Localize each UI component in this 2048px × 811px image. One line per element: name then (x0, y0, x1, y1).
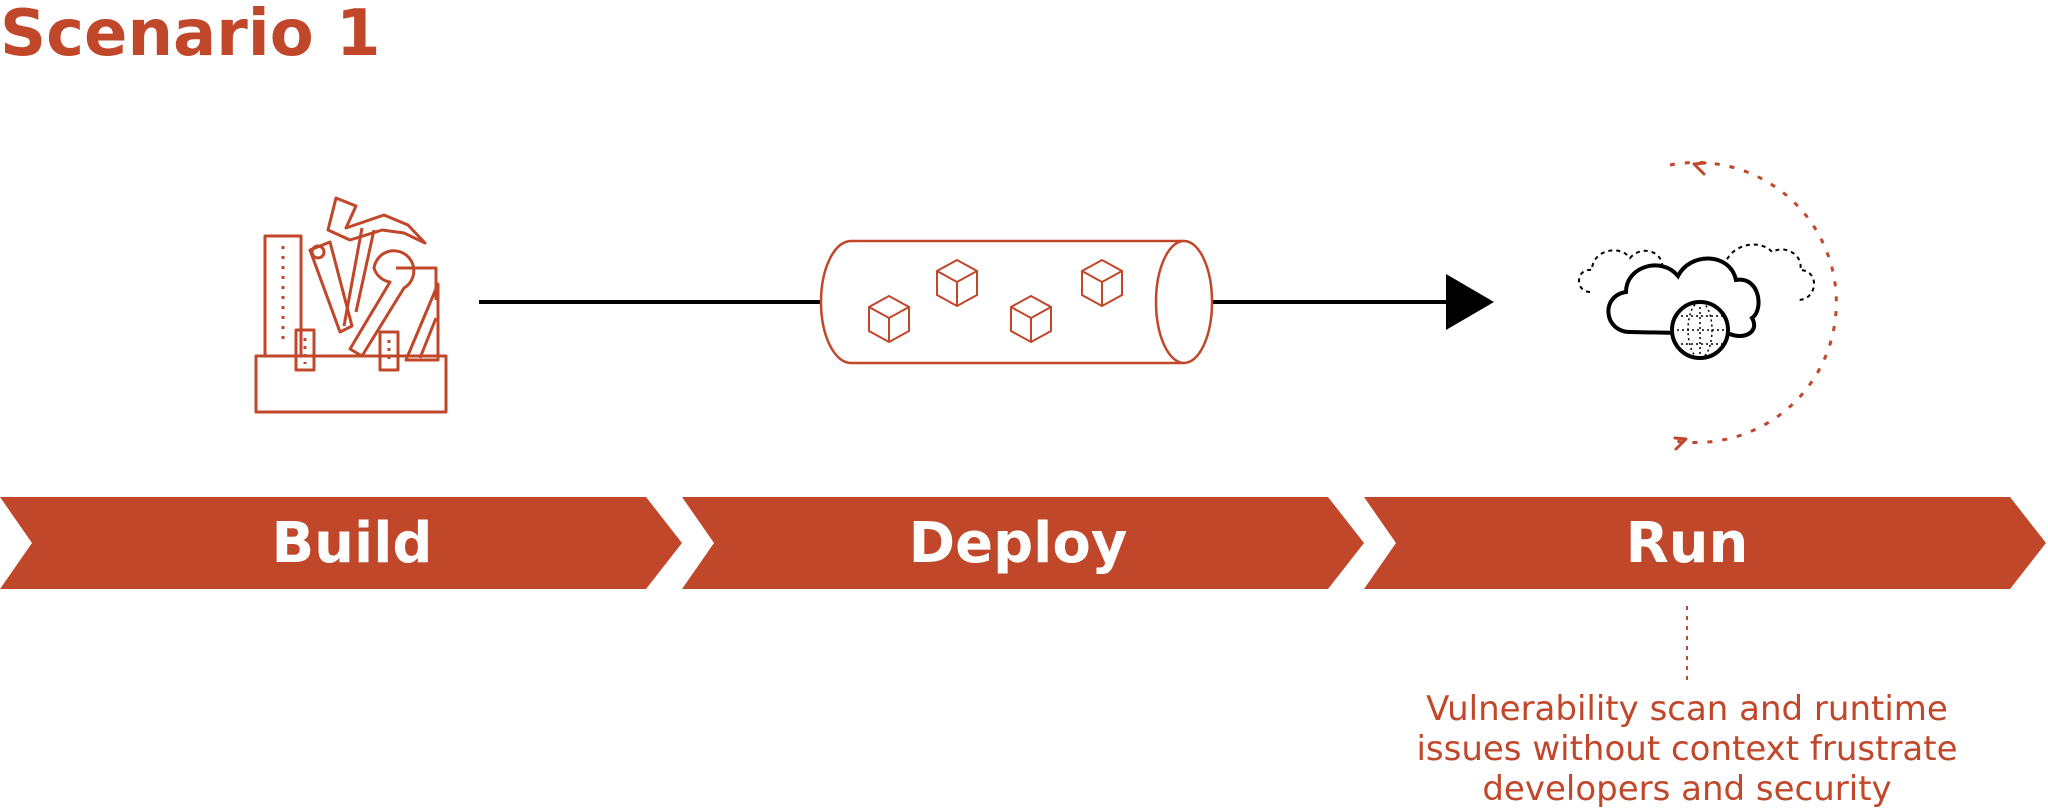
run-note-line: developers and security (1482, 769, 1891, 809)
run-note-line: issues without context frustrate (1416, 729, 1957, 769)
stage-chevron-run (1364, 497, 2046, 589)
stage-chevron-build (0, 497, 682, 589)
stage-chevron-deploy (682, 497, 1364, 589)
page-title: Scenario 1 (0, 0, 380, 71)
flow-arrow-deploy-run (1213, 274, 1494, 330)
cloud-globe-icon (1578, 243, 1815, 360)
refresh-cycle-icon (1669, 161, 1838, 451)
stage-label-run: Run (1626, 511, 1749, 576)
run-note-line: Vulnerability scan and runtime (1426, 689, 1948, 729)
stage-label-build: Build (271, 511, 432, 576)
cube-icon (1010, 295, 1052, 343)
cube-icon (936, 259, 978, 307)
pipeline-cylinder-icon (819, 239, 1214, 365)
toolbox-icon (254, 196, 448, 414)
stage-label-deploy: Deploy (909, 511, 1128, 576)
cube-icon (1081, 259, 1123, 307)
cube-icon (868, 295, 910, 343)
